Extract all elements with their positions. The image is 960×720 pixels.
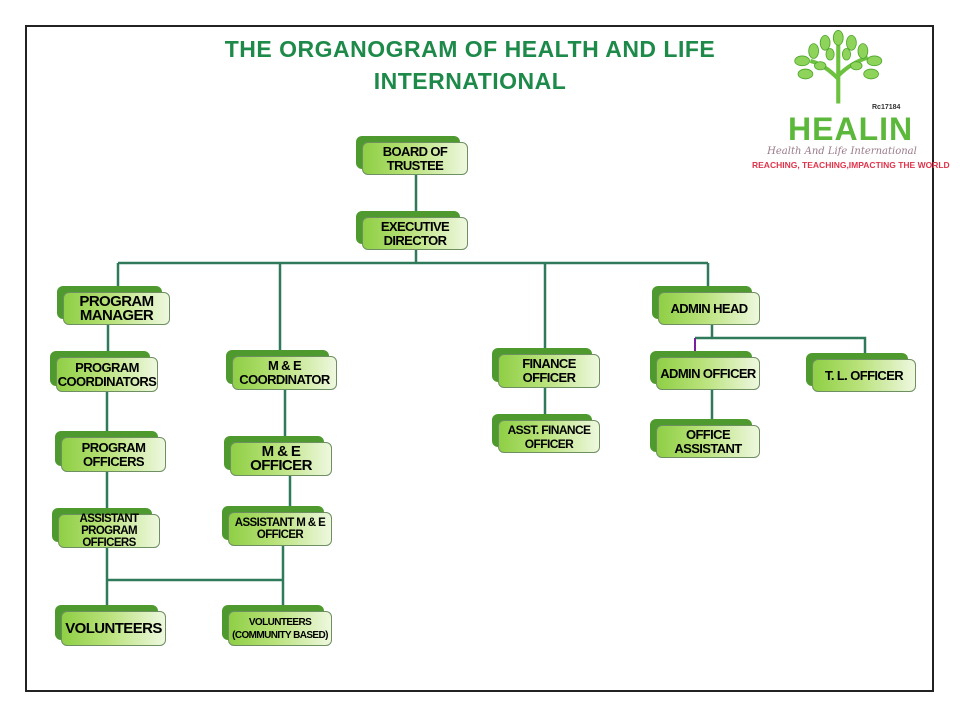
node-label: ASSISTANT M & E OFFICER [228,512,332,546]
node-me-officer: M & E OFFICER [224,436,332,476]
node-office-assistant: OFFICE ASSISTANT [650,419,760,458]
node-label: VOLUNTEERS [61,611,166,646]
node-label: M & E OFFICER [230,442,332,476]
node-admin-officer: ADMIN OFFICER [650,351,760,390]
node-assistant-me-officer: ASSISTANT M & E OFFICER [222,506,332,546]
tree-icon [794,30,883,104]
node-label: M & E COORDINATOR [232,356,337,390]
logo-name: HEALIN [788,111,914,147]
node-label: ASST. FINANCE OFFICER [498,420,600,453]
node-label: T. L. OFFICER [812,359,916,392]
node-label: ASSISTANT PROGRAM OFFICERS [58,513,160,549]
node-program-officers: PROGRAM OFFICERS [55,431,166,472]
node-label: OFFICE ASSISTANT [656,425,760,458]
node-label: PROGRAM COORDINATORS [56,357,158,392]
node-tl-officer: T. L. OFFICER [806,353,916,392]
healin-logo: Rc17184 HEALIN Health And Life Internati… [752,28,950,178]
node-label: BOARD OF TRUSTEE [362,142,468,175]
slide-frame [25,25,934,692]
node-label: PROGRAM MANAGER [63,292,170,325]
node-label: VOLUNTEERS (COMMUNITY BASED) [228,611,332,646]
node-label: EXECUTIVE DIRECTOR [362,217,468,250]
title-line-1: THE ORGANOGRAM OF HEALTH AND LIFE [224,36,716,62]
node-assistant-program-officers: ASSISTANT PROGRAM OFFICERS [52,508,160,549]
node-label: ADMIN OFFICER [656,357,760,390]
node-admin-head: ADMIN HEAD [652,286,760,325]
node-asst-finance-officer: ASST. FINANCE OFFICER [492,414,600,453]
title-line-2: INTERNATIONAL [373,68,567,94]
node-finance-officer: FINANCE OFFICER [492,348,600,388]
logo-full-name: Health And Life International [767,146,917,157]
node-volunteers-community: VOLUNTEERS (COMMUNITY BASED) [222,605,332,646]
node-program-manager: PROGRAM MANAGER [57,286,170,325]
logo-tagline: REACHING, TEACHING,IMPACTING THE WORLD [752,160,950,170]
node-executive-director: EXECUTIVE DIRECTOR [356,211,468,250]
logo-registration: Rc17184 [872,104,901,111]
node-label: ADMIN HEAD [658,292,760,325]
node-label: FINANCE OFFICER [498,354,600,388]
node-label: PROGRAM OFFICERS [61,437,166,472]
node-board-of-trustee: BOARD OF TRUSTEE [356,136,468,175]
node-me-coordinator: M & E COORDINATOR [226,350,337,390]
node-program-coordinators: PROGRAM COORDINATORS [50,351,158,392]
node-volunteers: VOLUNTEERS [55,605,166,646]
